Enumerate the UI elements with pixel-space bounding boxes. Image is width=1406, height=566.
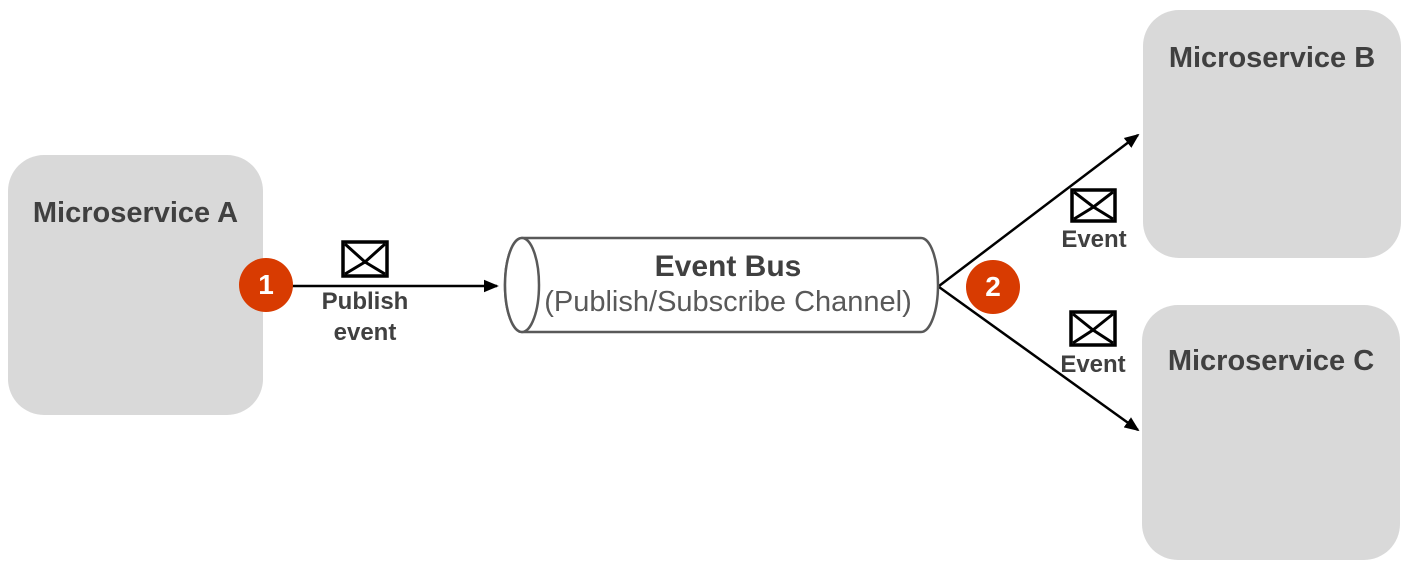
step-badge-1: 1 xyxy=(239,258,293,312)
step-badge-2: 2 xyxy=(966,260,1020,314)
event-bus-text: Event Bus (Publish/Subscribe Channel) xyxy=(528,240,928,330)
node-microservice-a: Microservice A xyxy=(8,155,263,415)
event-bus-cylinder-rim xyxy=(503,236,541,334)
event-bus-cylinder xyxy=(503,236,940,334)
envelope-icon-event-c xyxy=(1069,310,1117,347)
publish-event-label: Publish event xyxy=(321,288,409,347)
node-microservice-c-label: Microservice C xyxy=(1167,345,1375,377)
envelope-icon-event-b xyxy=(1070,188,1117,223)
node-microservice-b-label: Microservice B xyxy=(1168,42,1376,74)
event-label-b: Event xyxy=(1061,226,1127,253)
arrow-bus-to-c xyxy=(938,285,1140,432)
node-microservice-c: Microservice C xyxy=(1142,305,1400,560)
node-microservice-b: Microservice B xyxy=(1143,10,1401,258)
event-bus-title: Event Bus xyxy=(654,250,802,284)
event-label-c: Event xyxy=(1060,351,1126,378)
node-microservice-a-label: Microservice A xyxy=(32,197,239,229)
event-bus-subtitle: (Publish/Subscribe Channel) xyxy=(544,285,912,318)
envelope-icon-publish xyxy=(341,240,389,278)
arrow-bus-to-b xyxy=(938,133,1140,287)
